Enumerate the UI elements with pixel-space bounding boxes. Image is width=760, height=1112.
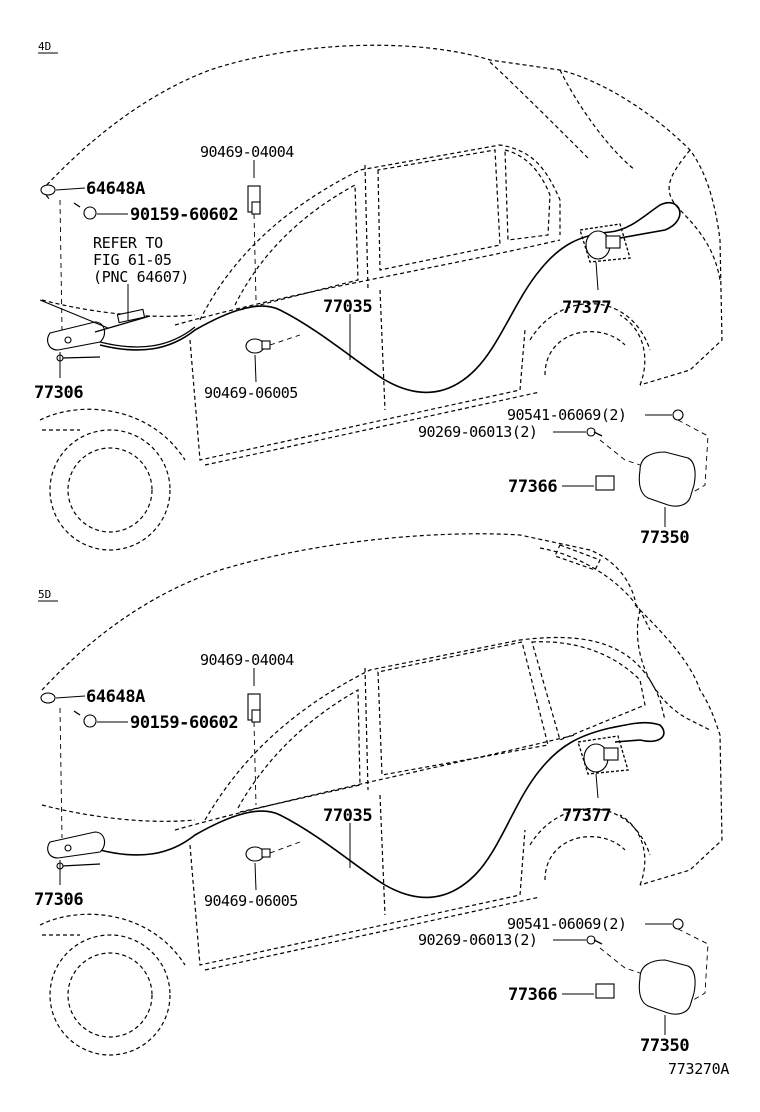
callout-77306: 77306: [34, 890, 83, 910]
vehicle-body-outline: [39, 44, 723, 551]
part-90159: [83, 206, 97, 220]
part-77350-fuel-lid: [638, 959, 696, 1015]
part-90159: [83, 714, 97, 728]
callout-77035: 77035: [323, 297, 372, 317]
part-90541: [672, 409, 684, 421]
callout-77035: 77035: [323, 806, 372, 826]
svg-text:(PNC 64607): (PNC 64607): [93, 268, 189, 286]
callout-90269: 90269-06013(2): [418, 423, 537, 441]
part-90269: [586, 935, 603, 945]
variant-tag: 5D: [38, 588, 51, 601]
refer-note: REFER TO FIG 61-05 (PNC 64607): [93, 234, 189, 286]
callout-77366: 77366: [508, 477, 557, 497]
part-90541: [672, 918, 684, 930]
part-77377-lock: [577, 735, 629, 775]
part-77377-lock: [579, 223, 631, 263]
part-77366: [595, 475, 615, 491]
variant-tag: 4D: [38, 40, 51, 53]
callout-64648a: 64648A: [86, 179, 145, 199]
part-90469-04004: [247, 185, 261, 215]
callout-90469-04004: 90469-04004: [200, 651, 294, 669]
svg-text:REFER TO: REFER TO: [93, 234, 163, 252]
part-90269: [586, 427, 603, 437]
part-90469-06005: [245, 846, 271, 862]
callout-90469-06005: 90469-06005: [204, 384, 298, 402]
vehicle-body-outline: [39, 533, 723, 1056]
callout-77377: 77377: [562, 298, 611, 318]
callout-90541: 90541-06069(2): [507, 406, 626, 424]
part-77306-lever: [47, 308, 151, 362]
callout-90469-04004: 90469-04004: [200, 143, 294, 161]
callout-77350: 77350: [640, 528, 689, 548]
section-4d: 4D: [34, 40, 723, 551]
callout-77377: 77377: [562, 806, 611, 826]
figure-code: 773270A: [668, 1060, 729, 1078]
section-5d: 5D: [34, 533, 723, 1056]
part-90469-04004: [247, 693, 261, 723]
callout-64648a: 64648A: [86, 687, 145, 707]
callout-90159: 90159-60602: [130, 713, 238, 733]
part-64648a: [40, 692, 56, 704]
callout-90541: 90541-06069(2): [507, 915, 626, 933]
callout-90269: 90269-06013(2): [418, 931, 537, 949]
cable-77035: [99, 721, 665, 899]
part-77350-fuel-lid: [638, 451, 696, 507]
callout-77350: 77350: [640, 1036, 689, 1056]
svg-text:FIG 61-05: FIG 61-05: [93, 251, 172, 269]
part-77306-lever: [47, 831, 106, 870]
part-77366: [595, 983, 615, 999]
callout-90469-06005: 90469-06005: [204, 892, 298, 910]
callout-90159: 90159-60602: [130, 205, 238, 225]
part-90469-06005: [245, 338, 271, 354]
part-64648a: [40, 184, 56, 196]
callout-77366: 77366: [508, 985, 557, 1005]
callout-77306: 77306: [34, 383, 83, 403]
cable-77035: [99, 202, 681, 394]
